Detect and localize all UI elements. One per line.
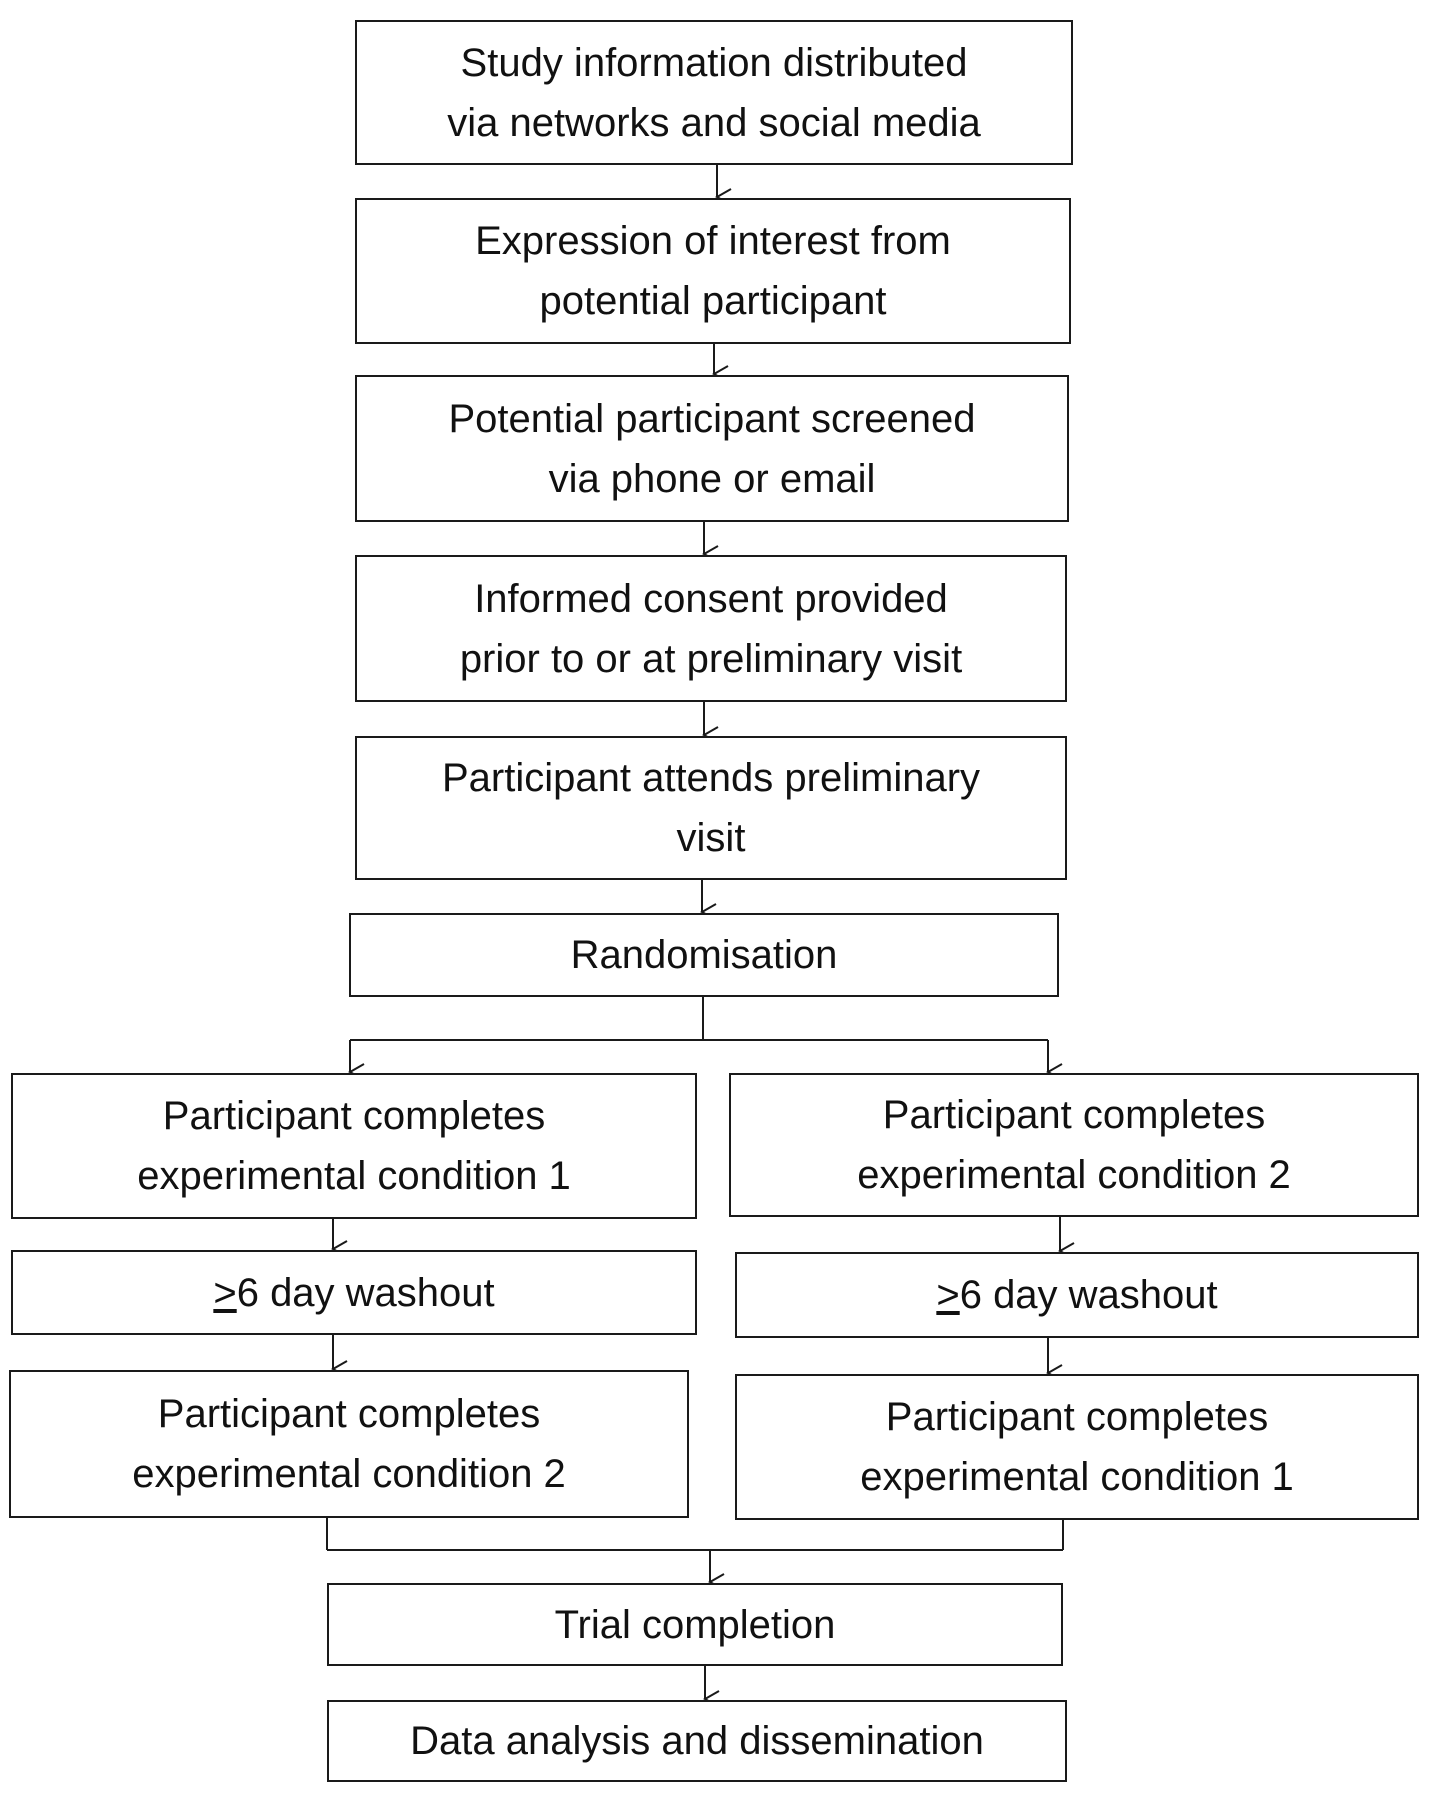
step-label-line2: experimental condition 2 [132, 1452, 566, 1496]
step-label-line1: Participant completes [885, 1395, 1269, 1439]
step-expression-of-interest: Expression of interest from potential pa… [355, 198, 1071, 344]
trial-completion-box: Trial completion [327, 1583, 1063, 1666]
step-label-line1: Participant completes [162, 1094, 546, 1138]
step-study-information: Study information distributed via networ… [355, 20, 1073, 165]
randomisation-label: Randomisation [570, 933, 838, 977]
greater-equal-symbol: > [213, 1270, 237, 1315]
washout-text: 6 day washout [236, 1270, 495, 1315]
right-arm-condition-second: Participant completes experimental condi… [735, 1374, 1419, 1520]
step-label-line1: Participant attends preliminary [441, 756, 981, 800]
washout-label: >6 day washout [213, 1263, 494, 1323]
step-preliminary-visit: Participant attends preliminary visit [355, 736, 1067, 880]
washout-text: 6 day washout [959, 1273, 1218, 1317]
step-label-line1: Potential participant screened [448, 396, 976, 441]
left-arm-condition-first: Participant completes experimental condi… [11, 1073, 697, 1219]
right-arm-washout: >6 day washout [735, 1252, 1419, 1338]
step-label-line2: experimental condition 2 [857, 1153, 1291, 1197]
step-label-line2: experimental condition 1 [860, 1455, 1294, 1499]
right-arm-condition-first: Participant completes experimental condi… [729, 1073, 1419, 1217]
randomisation-box: Randomisation [349, 913, 1059, 997]
left-arm-condition-second: Participant completes experimental condi… [9, 1370, 689, 1518]
step-label-line2: via networks and social media [447, 100, 981, 145]
washout-label: >6 day washout [936, 1265, 1217, 1325]
step-informed-consent: Informed consent provided prior to or at… [355, 555, 1067, 702]
step-label-line1: Study information distributed [460, 40, 968, 85]
step-label-line2: visit [676, 816, 746, 860]
step-label-line2: via phone or email [548, 456, 876, 501]
left-arm-washout: >6 day washout [11, 1250, 697, 1335]
step-label-line2: potential participant [539, 279, 887, 323]
step-label-line1: Participant completes [882, 1093, 1266, 1137]
step-label-line2: prior to or at preliminary visit [459, 636, 963, 681]
data-analysis-box: Data analysis and dissemination [327, 1700, 1067, 1782]
step-label-line1: Participant completes [157, 1392, 541, 1436]
greater-equal-symbol: > [936, 1273, 960, 1317]
trial-completion-label: Trial completion [554, 1602, 836, 1647]
step-label-line1: Informed consent provided [474, 576, 948, 621]
step-screening: Potential participant screened via phone… [355, 375, 1069, 522]
step-label-line1: Expression of interest from [475, 219, 951, 263]
step-label-line2: experimental condition 1 [137, 1154, 571, 1198]
data-analysis-label: Data analysis and dissemination [410, 1719, 984, 1763]
